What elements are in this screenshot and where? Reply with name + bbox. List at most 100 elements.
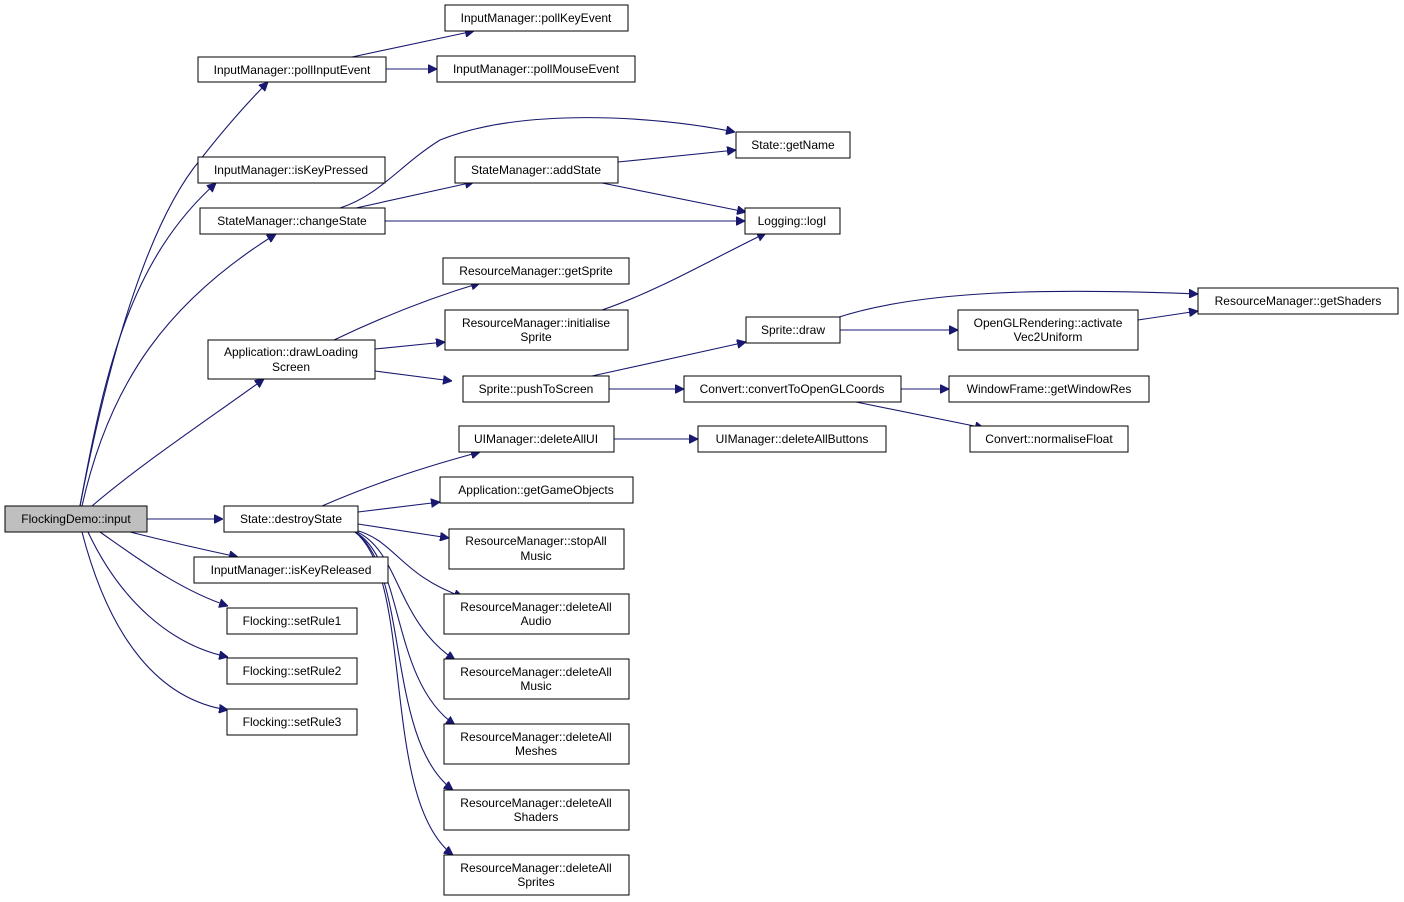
- svg-text:Music: Music: [520, 679, 551, 693]
- edge-destroystate-to-deleteallaudio: [354, 529, 463, 597]
- svg-text:Screen: Screen: [272, 360, 310, 374]
- node-logi[interactable]: Logging::logI: [744, 207, 841, 235]
- svg-text:ResourceManager::deleteAll: ResourceManager::deleteAll: [460, 796, 611, 810]
- node-layer: FlockingDemo::input InputManager::pollIn…: [4, 4, 1399, 896]
- node-normalisefloat[interactable]: Convert::normaliseFloat: [969, 425, 1129, 453]
- node-pollkeyevent[interactable]: InputManager::pollKeyEvent: [444, 4, 629, 32]
- edge-changestate-to-getname: [339, 117, 735, 209]
- node-deleteallshaders[interactable]: ResourceManager::deleteAll Shaders: [443, 789, 630, 831]
- svg-text:InputManager::pollMouseEvent: InputManager::pollMouseEvent: [453, 62, 620, 76]
- node-setrule1[interactable]: Flocking::setRule1: [226, 607, 358, 635]
- edge-input-to-drawloadingscreen: [91, 379, 264, 507]
- svg-text:ResourceManager::getSprite: ResourceManager::getSprite: [459, 264, 613, 278]
- node-getgameobjects[interactable]: Application::getGameObjects: [439, 476, 634, 504]
- node-getwindowres[interactable]: WindowFrame::getWindowRes: [948, 375, 1150, 403]
- svg-text:InputManager::pollKeyEvent: InputManager::pollKeyEvent: [461, 11, 612, 25]
- edge-changestate-to-addstate: [355, 182, 474, 209]
- svg-text:OpenGLRendering::activate: OpenGLRendering::activate: [974, 316, 1123, 330]
- node-converttoopenglcoords[interactable]: Convert::convertToOpenGLCoords: [683, 375, 902, 403]
- svg-text:Sprite::pushToScreen: Sprite::pushToScreen: [479, 382, 594, 396]
- edge-pushtoscreen-to-sprite-draw: [591, 342, 746, 377]
- edge-initialisesprite-to-logi: [601, 233, 766, 311]
- edge-destroystate-to-deleteallshaders: [354, 531, 453, 790]
- node-deleteallaudio[interactable]: ResourceManager::deleteAll Audio: [443, 593, 630, 635]
- edge-input-to-changestate: [81, 234, 276, 507]
- svg-text:UIManager::deleteAllUI: UIManager::deleteAllUI: [474, 432, 598, 446]
- svg-text:Flocking::setRule3: Flocking::setRule3: [243, 715, 342, 729]
- edge-destroystate-to-deleteallmusic: [354, 530, 455, 660]
- svg-text:Meshes: Meshes: [515, 744, 557, 758]
- node-deleteallmeshes[interactable]: ResourceManager::deleteAll Meshes: [443, 723, 630, 765]
- svg-text:FlockingDemo::input: FlockingDemo::input: [21, 512, 131, 526]
- svg-text:ResourceManager::stopAll: ResourceManager::stopAll: [465, 534, 606, 548]
- edge-input-to-iskeyreleased: [129, 531, 238, 557]
- edge-addstate-to-getname: [617, 150, 736, 163]
- node-flockingdemo-input[interactable]: FlockingDemo::input: [4, 505, 148, 533]
- svg-text:Sprites: Sprites: [517, 875, 554, 889]
- node-sprite-draw[interactable]: Sprite::draw: [745, 316, 841, 344]
- svg-text:Convert::convertToOpenGLCoords: Convert::convertToOpenGLCoords: [700, 382, 885, 396]
- svg-text:InputManager::isKeyReleased: InputManager::isKeyReleased: [211, 563, 372, 577]
- svg-text:StateManager::addState: StateManager::addState: [471, 163, 601, 177]
- node-deleteallmusic[interactable]: ResourceManager::deleteAll Music: [443, 658, 630, 700]
- svg-text:Sprite: Sprite: [520, 330, 552, 344]
- svg-text:Flocking::setRule1: Flocking::setRule1: [243, 614, 342, 628]
- svg-text:State::destroyState: State::destroyState: [240, 512, 342, 526]
- edge-destroystate-to-deleteallmeshes: [354, 531, 455, 725]
- svg-text:Music: Music: [520, 549, 551, 563]
- svg-text:State::getName: State::getName: [751, 138, 835, 152]
- edge-input-to-setrule1: [99, 531, 228, 606]
- node-pushtoscreen[interactable]: Sprite::pushToScreen: [462, 375, 610, 403]
- edge-activatevec2uniform-to-getshaders: [1137, 311, 1198, 321]
- svg-text:Shaders: Shaders: [514, 810, 559, 824]
- edge-drawloadingscreen-to-initialisesprite: [374, 342, 445, 350]
- edge-pollinputevent-to-pollkeyevent: [351, 31, 474, 58]
- node-getsprite[interactable]: ResourceManager::getSprite: [442, 257, 630, 285]
- svg-text:Convert::normaliseFloat: Convert::normaliseFloat: [985, 432, 1113, 446]
- svg-text:Logging::logI: Logging::logI: [758, 214, 827, 228]
- node-deleteallbuttons[interactable]: UIManager::deleteAllButtons: [697, 425, 887, 453]
- edge-input-to-setrule3: [81, 531, 228, 710]
- svg-text:Audio: Audio: [521, 614, 552, 628]
- node-drawloadingscreen[interactable]: Application::drawLoading Screen: [207, 339, 376, 380]
- node-deleteallui[interactable]: UIManager::deleteAllUI: [458, 425, 615, 453]
- svg-text:Application::getGameObjects: Application::getGameObjects: [458, 483, 613, 497]
- svg-text:InputManager::isKeyPressed: InputManager::isKeyPressed: [214, 163, 368, 177]
- svg-text:Flocking::setRule2: Flocking::setRule2: [243, 664, 342, 678]
- edge-input-to-iskeypressed: [79, 183, 216, 507]
- svg-text:ResourceManager::deleteAll: ResourceManager::deleteAll: [460, 600, 611, 614]
- svg-text:UIManager::deleteAllButtons: UIManager::deleteAllButtons: [716, 432, 869, 446]
- node-pollmouseevent[interactable]: InputManager::pollMouseEvent: [436, 55, 636, 83]
- svg-text:StateManager::changeState: StateManager::changeState: [217, 214, 367, 228]
- node-pollinputevent[interactable]: InputManager::pollInputEvent: [197, 56, 387, 83]
- edge-destroystate-to-getgameobjects: [357, 502, 440, 513]
- edge-destroystate-to-stopallmusic: [357, 523, 449, 538]
- node-changestate[interactable]: StateManager::changeState: [199, 207, 386, 235]
- node-addstate[interactable]: StateManager::addState: [454, 156, 619, 184]
- svg-text:Vec2Uniform: Vec2Uniform: [1014, 330, 1083, 344]
- node-iskeypressed[interactable]: InputManager::isKeyPressed: [197, 156, 386, 184]
- svg-text:ResourceManager::deleteAll: ResourceManager::deleteAll: [460, 665, 611, 679]
- edge-layer: [79, 31, 1198, 855]
- edge-input-to-pollinputevent: [79, 82, 268, 507]
- svg-text:InputManager::pollInputEvent: InputManager::pollInputEvent: [214, 63, 371, 77]
- node-destroystate[interactable]: State::destroyState: [223, 505, 359, 533]
- node-setrule3[interactable]: Flocking::setRule3: [226, 708, 358, 736]
- edge-sprite-draw-to-getshaders: [835, 291, 1198, 319]
- edge-converttoopenglcoords-to-normalisefloat: [855, 401, 984, 428]
- node-activatevec2uniform[interactable]: OpenGLRendering::activate Vec2Uniform: [957, 309, 1139, 351]
- svg-text:WindowFrame::getWindowRes: WindowFrame::getWindowRes: [967, 382, 1132, 396]
- edge-addstate-to-logi: [601, 182, 746, 212]
- edge-drawloadingscreen-to-pushtoscreen: [374, 370, 452, 381]
- node-getname[interactable]: State::getName: [735, 131, 851, 159]
- edge-input-to-setrule2: [87, 531, 228, 657]
- svg-text:Sprite::draw: Sprite::draw: [761, 323, 825, 337]
- svg-text:ResourceManager::initialise: ResourceManager::initialise: [462, 316, 610, 330]
- node-setrule2[interactable]: Flocking::setRule2: [226, 657, 358, 685]
- node-iskeyreleased[interactable]: InputManager::isKeyReleased: [193, 556, 389, 584]
- node-deleteallsprites[interactable]: ResourceManager::deleteAll Sprites: [443, 854, 630, 896]
- node-stopallmusic[interactable]: ResourceManager::stopAll Music: [448, 528, 625, 570]
- node-initialisesprite[interactable]: ResourceManager::initialise Sprite: [444, 309, 629, 351]
- node-getshaders[interactable]: ResourceManager::getShaders: [1197, 287, 1399, 315]
